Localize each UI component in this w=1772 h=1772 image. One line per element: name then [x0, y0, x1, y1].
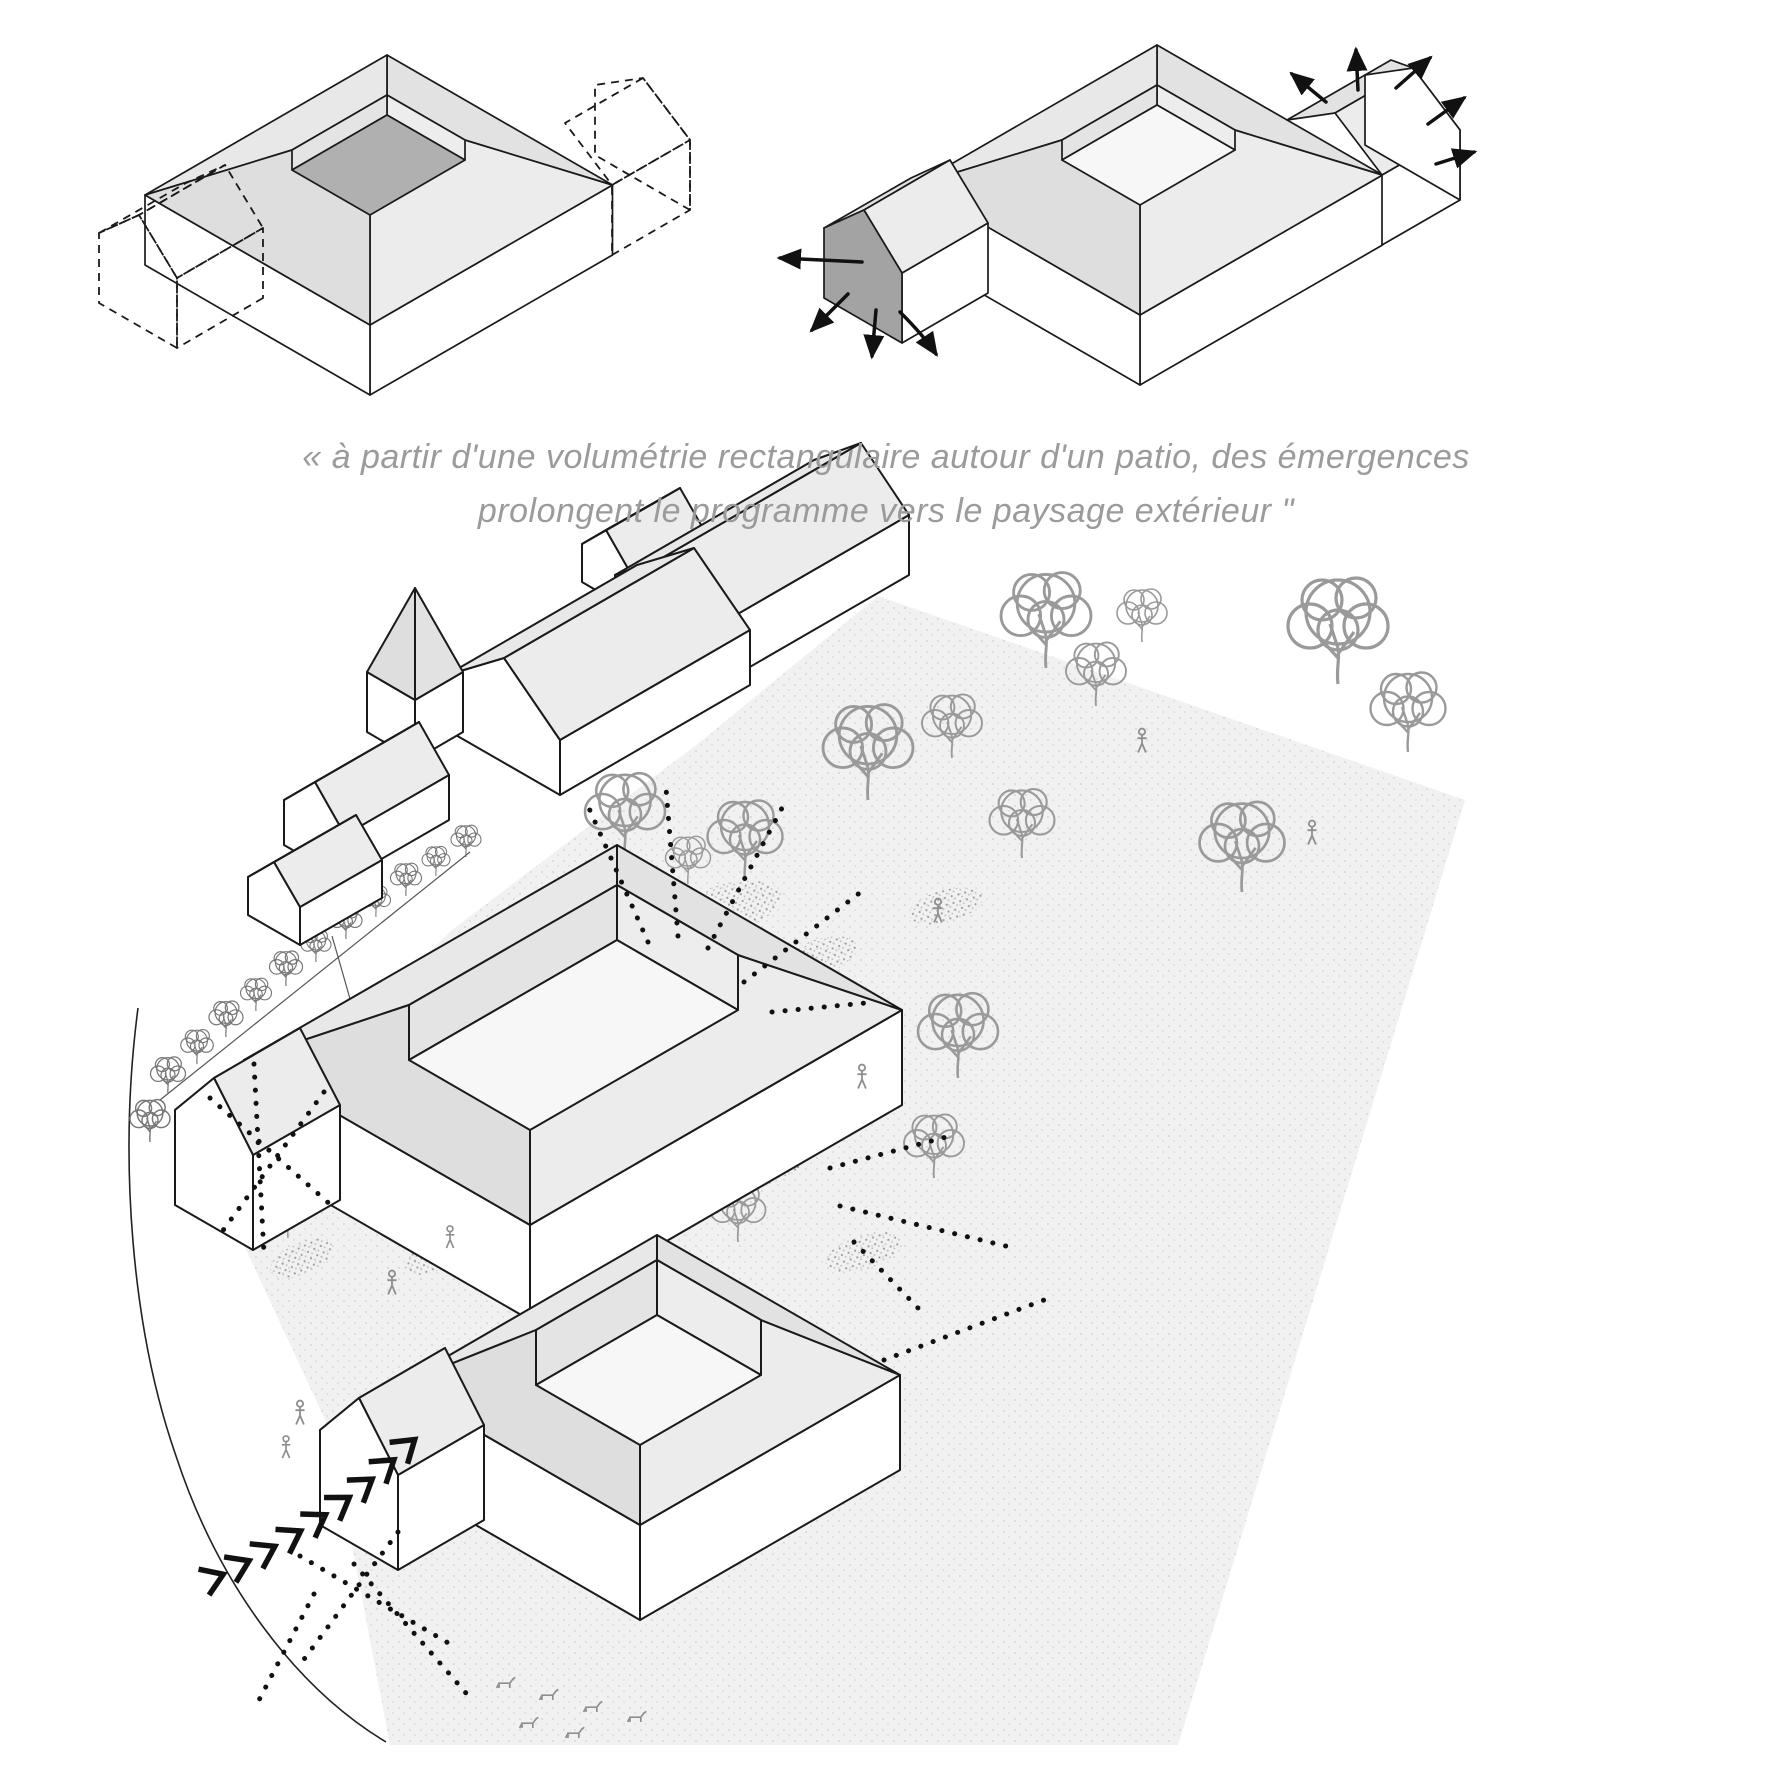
patio-floor: [291, 114, 466, 216]
expansion-arrows-left: [776, 248, 938, 360]
patio-floor: [1061, 104, 1236, 206]
caption-line-2: prolongent le programme vers le paysage …: [477, 492, 1295, 530]
village-house-large: [614, 442, 910, 691]
diagram-emergences-volume: [776, 44, 1478, 386]
diagram-initial-volume: [98, 54, 691, 396]
village-houses: [247, 442, 910, 946]
building-a-emergence: [174, 1027, 341, 1251]
site-axonometric: [128, 442, 1465, 1745]
sight-lines: [207, 785, 1047, 1705]
dashed-emergence-left: [98, 164, 264, 349]
village-tower: [366, 587, 464, 761]
expansion-arrows-right: [1289, 46, 1478, 169]
dashed-emergence-right: [564, 77, 691, 256]
caption-line-1: « à partir d'une volumétrie rectangulair…: [302, 438, 1470, 476]
village-house-mid: [446, 547, 751, 796]
village-house-5: [247, 814, 383, 946]
emergence-left: [823, 159, 989, 344]
caption: « à partir d'une volumétrie rectangulair…: [0, 430, 1772, 538]
emergence-right: [1286, 59, 1461, 246]
project-building-b: [397, 1234, 901, 1621]
road-edge: [159, 851, 471, 1101]
site-boundary: [128, 1007, 387, 1743]
